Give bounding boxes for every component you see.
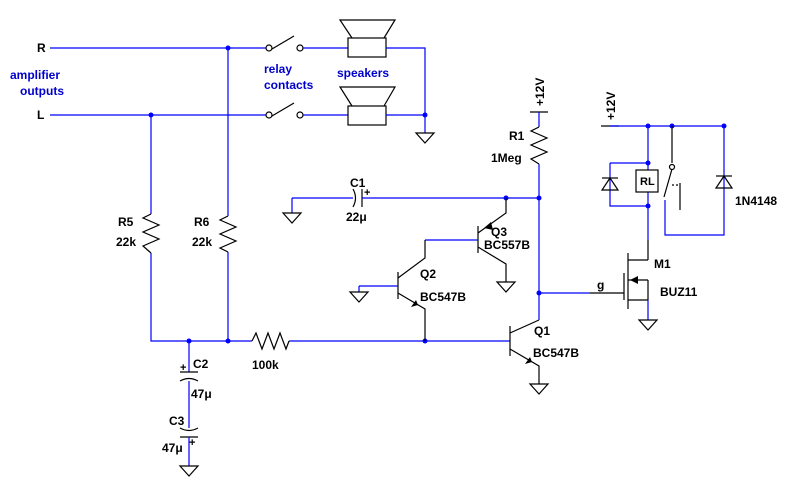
label-amplifier: amplifier [10,68,60,82]
label-q3-type: BC557B [484,238,530,252]
ground-m1 [637,319,659,331]
label-r1-name: R1 [509,129,525,143]
relay-contacts-upper [265,35,304,52]
resistor-r6 [218,215,238,253]
relay-flyback-diode [600,176,620,191]
label-relay-coil: RL [640,176,655,188]
label-m1-name: M1 [654,257,671,271]
capacitor-c3 [179,427,199,438]
label-c3-name: C3 [169,414,185,428]
speaker-lower [338,86,397,126]
transistor-q1 [509,319,540,384]
label-input-l: L [37,108,44,122]
resistor-100k [251,331,290,351]
label-diode: 1N4148 [735,194,777,208]
label-contacts: contacts [264,78,314,92]
label-q2-type: BC547B [420,290,466,304]
label-c1-value: 22μ [346,210,367,224]
ground-q1 [528,383,550,395]
capacitor-c1 [352,188,363,208]
speaker-upper [338,19,397,58]
label-c2-plus: + [180,362,186,374]
junction-r6-top [225,45,231,51]
junction-speakers-gnd [422,112,428,118]
label-c3-plus: + [189,437,195,449]
ground-c1 [281,212,303,224]
diode-1n4148 [714,174,734,189]
junction-c2 [186,338,192,344]
resistor-r1 [529,126,549,165]
mosfet-m1 [590,240,649,309]
label-r1-value: 1Meg [491,151,522,165]
label-c2-name: C2 [193,357,209,371]
capacitor-c2 [179,371,199,382]
label-c3-value: 47μ [162,441,183,455]
relay-switch [663,126,681,210]
label-relay: relay [264,62,292,76]
junction-r5-top [148,112,154,118]
relay-coil-box [635,169,659,193]
label-r5-name: R5 [118,215,134,229]
label-q1-name: Q1 [534,324,550,338]
label-supply-right: +12V [604,92,618,120]
label-q2-name: Q2 [420,267,436,281]
junction-c1-r1 [536,195,542,201]
label-r6-value: 22k [192,235,212,249]
label-m1-type: BUZ11 [660,285,698,299]
ground-q3 [495,281,517,293]
label-c2-value: 47μ [191,387,212,401]
label-input-r: R [37,41,46,55]
ground-c3 [178,465,200,477]
label-q3-name: Q3 [491,225,507,239]
label-c1-name: C1 [350,176,366,190]
input-wiring [50,47,510,372]
label-gate: g [597,278,604,292]
label-c1-plus: + [364,187,370,199]
label-100k: 100k [252,358,279,372]
label-r6-name: R6 [194,215,210,229]
relay-contacts-lower [265,102,304,119]
label-speakers: speakers [337,66,389,80]
junction-r6-bottom [225,338,231,344]
label-supply-left: +12V [533,78,547,106]
ground-q2 [348,291,370,303]
label-r5-value: 22k [116,235,136,249]
label-q1-type: BC547B [533,346,579,360]
ground-speakers [414,132,436,144]
junction-coil-node [645,160,651,166]
label-outputs: outputs [20,84,64,98]
junction-diode-top [721,123,727,129]
resistor-r5 [141,213,161,254]
